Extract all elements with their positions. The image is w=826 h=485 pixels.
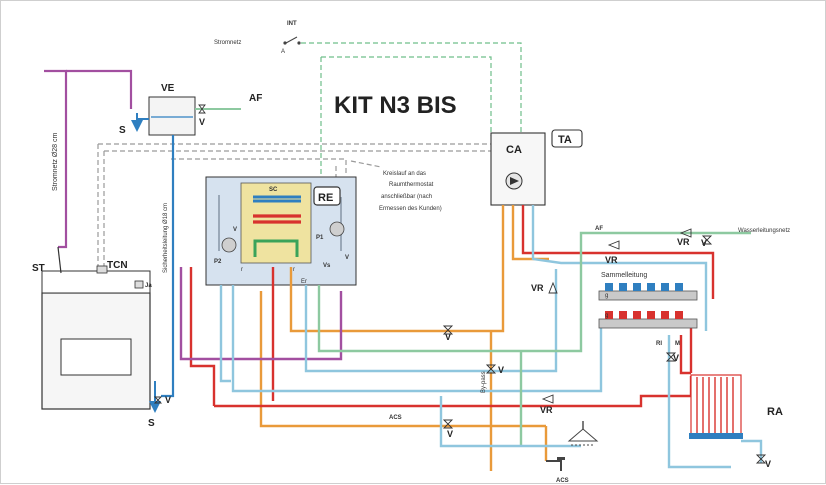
- radiator-ra: [689, 374, 743, 439]
- sc-label: SC: [269, 187, 278, 193]
- s-top-label: S: [119, 125, 126, 136]
- expansion-tank-ve: [148, 96, 196, 136]
- af-top-label: AF: [249, 93, 262, 104]
- v-ra-label: V: [765, 459, 771, 469]
- v-module-label: V: [233, 227, 237, 233]
- boiler-door: [60, 338, 132, 376]
- valve-ve: [198, 104, 206, 114]
- s-bottom-label: S: [148, 418, 155, 429]
- re-box: [313, 186, 341, 206]
- int-label: INT: [287, 21, 297, 27]
- rm-label: M: [675, 341, 680, 347]
- bypass-label: By-pass: [481, 371, 487, 393]
- ca-controller: [490, 132, 546, 206]
- pump-p1-icon: [329, 221, 345, 237]
- kreislauf-line1: Kreislauf an das: [383, 171, 426, 177]
- p2-label: P2: [214, 259, 222, 265]
- v-right-module-label: V: [345, 255, 349, 261]
- shower-icon: [567, 421, 599, 446]
- boiler-top: [41, 270, 151, 294]
- safety-pipe: [161, 135, 175, 398]
- v-manifold-label: V: [673, 353, 679, 363]
- ca-label: CA: [506, 144, 522, 156]
- pump-p2-icon: [221, 237, 237, 253]
- ta-box: [551, 129, 583, 148]
- sicherheit-side-label: Sicherheitsleitung Ø18 cm: [163, 203, 169, 273]
- er-label: Er: [301, 279, 307, 285]
- acs-mid-label: ACS: [389, 415, 402, 421]
- vr-right-label: VR: [677, 237, 690, 247]
- exchanger-green: [253, 239, 299, 257]
- stromnetz-top-label: Stromnetz: [214, 40, 241, 46]
- st-label: ST: [32, 263, 45, 274]
- diagram-title: KIT N3 BIS: [334, 92, 457, 119]
- kreislauf-line4: Ermessen des Kunden): [379, 206, 442, 212]
- valve-icons: [442, 228, 767, 464]
- power-line: [44, 69, 133, 249]
- wasserleitungsnetz-label: Wasserleitungsnetz: [738, 228, 790, 234]
- manifold-flow: [598, 290, 698, 301]
- g1-label: g: [605, 293, 608, 299]
- vr-bottom-label: VR: [540, 405, 553, 415]
- a-label: A: [281, 49, 285, 55]
- ra-label: RA: [767, 406, 783, 418]
- v-boiler-label: V: [165, 395, 171, 405]
- ja-sensor: [134, 280, 144, 289]
- af-right-label: AF: [595, 226, 603, 232]
- g2-label: g: [605, 313, 608, 319]
- v-mid-label: V: [445, 332, 451, 342]
- v-acs-label: V: [447, 429, 453, 439]
- manifold-red-caps: [605, 311, 683, 319]
- tcn-label: TCN: [107, 260, 128, 271]
- manifold-blue-caps: [605, 283, 683, 291]
- acs-bottom-label: ACS: [556, 478, 569, 484]
- main-pipes: [179, 205, 763, 471]
- manifold-return: [598, 318, 698, 329]
- exchanger-red: [253, 214, 301, 224]
- exchanger-blue: [253, 195, 301, 203]
- ta-label: TA: [558, 134, 572, 146]
- r-label: r: [241, 267, 243, 273]
- re-label: RE: [318, 192, 333, 204]
- v-bypass-label: V: [498, 365, 504, 375]
- v-ve-label: V: [199, 117, 205, 127]
- ri-label: RI: [656, 341, 662, 347]
- vr-module-label: r: [293, 267, 295, 273]
- kreislauf-line3: anschließbar (nach: [381, 194, 432, 200]
- vs-label: Vs: [323, 263, 331, 269]
- tcn-sensor: [96, 265, 108, 274]
- control-lines: [97, 42, 522, 266]
- tap-icon: [546, 457, 565, 471]
- p1-label: P1: [316, 235, 324, 241]
- vr-left-label: VR: [531, 283, 544, 293]
- ve-label: VE: [161, 83, 175, 94]
- int-switch: [283, 36, 301, 45]
- kreislauf-line2: Raumthermostat: [389, 182, 434, 188]
- ja-label: Ja: [145, 283, 152, 289]
- sammelleitung-label: Sammelleitung: [601, 272, 647, 279]
- stromnetz-side-label: Stromnetz Ø28 cm: [52, 132, 59, 191]
- vr-mid-label: VR: [605, 255, 618, 265]
